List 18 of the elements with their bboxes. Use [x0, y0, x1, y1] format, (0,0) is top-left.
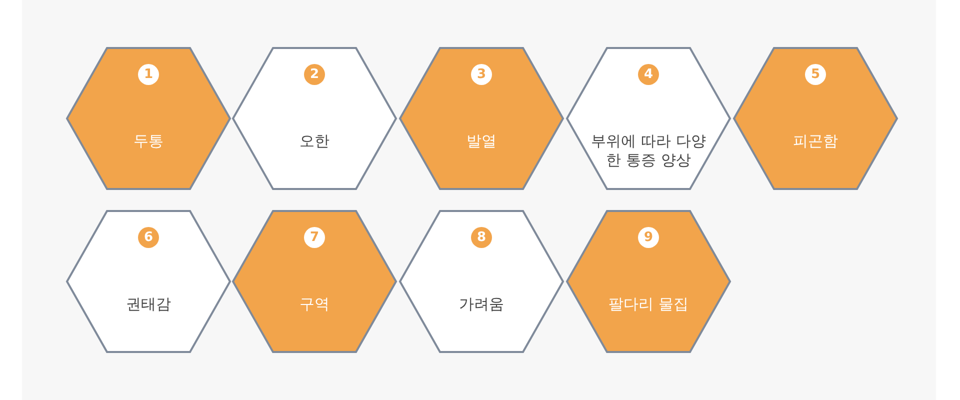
symptom-label: 팔다리 물집 [608, 295, 690, 314]
symptom-label: 권태감 [125, 295, 172, 314]
symptom-label: 가려움 [458, 295, 505, 314]
symptom-label: 오한 [298, 132, 330, 151]
hexagon [66, 47, 231, 190]
hexagon [733, 47, 898, 190]
symptom-label: 구역 [298, 295, 330, 314]
hexagon [566, 47, 731, 190]
symptom-label: 부위에 따라 다양한 통증 양상 [590, 132, 707, 170]
symptom-label: 두통 [132, 132, 164, 151]
hexagon [399, 210, 564, 353]
hexagon [66, 210, 231, 353]
symptom-label: 발열 [466, 132, 498, 151]
symptom-label: 피곤함 [792, 132, 839, 151]
hexagon [399, 47, 564, 190]
hexagon [566, 210, 731, 353]
hexagon [232, 47, 397, 190]
hexagon [232, 210, 397, 353]
